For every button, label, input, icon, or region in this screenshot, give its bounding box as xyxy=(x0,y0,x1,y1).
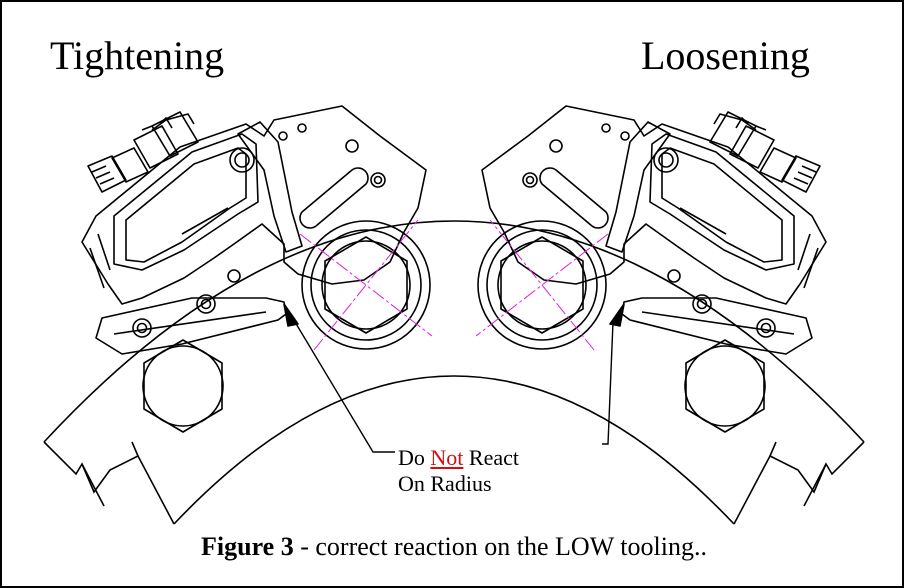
callout-leaders xyxy=(294,321,614,453)
callout-note: Do Not React On Radius xyxy=(398,445,519,497)
tightening-wrench xyxy=(81,105,433,433)
figure-label: Figure 3 xyxy=(201,532,294,561)
callout-post: React xyxy=(463,445,519,470)
callout-pre: Do xyxy=(398,445,431,470)
callout-emphasis: Not xyxy=(430,445,464,470)
tightening-title: Tightening xyxy=(50,33,225,78)
figure-caption-text: - correct reaction on the LOW tooling.. xyxy=(293,532,707,561)
loosening-wrench xyxy=(475,105,827,433)
callout-line-2: On Radius xyxy=(398,471,492,496)
loosening-title: Loosening xyxy=(641,33,810,78)
callout-line-1: Do Not React xyxy=(398,445,519,471)
figure-caption: Figure 3 - correct reaction on the LOW t… xyxy=(2,532,902,561)
